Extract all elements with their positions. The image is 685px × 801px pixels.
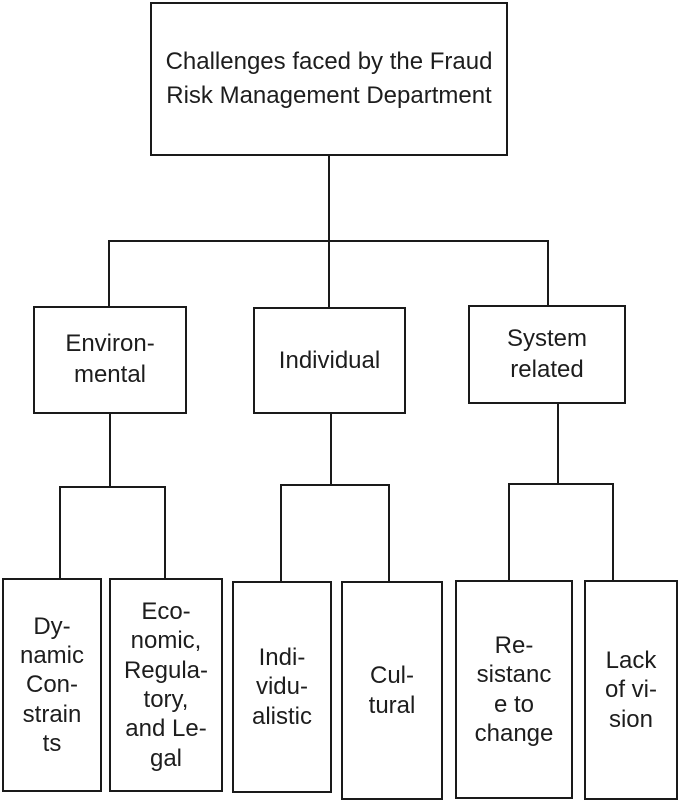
connector-individualistic-drop [280, 484, 282, 581]
node-cultural: Cul- tural [341, 581, 443, 800]
connector-resistance-to-change-drop [508, 483, 510, 580]
connector-individual-drop [328, 240, 330, 307]
node-cultural-label: Cul- tural [368, 662, 416, 719]
connector-cultural-drop [388, 484, 390, 581]
node-root-label: Challenges faced by the Fraud Risk Manag… [165, 48, 493, 109]
node-lack-of-vision: Lack of vi- sion [584, 580, 678, 800]
connector-root-trunk [328, 156, 330, 240]
connector-economic-regulatory-legal-drop [164, 486, 166, 578]
node-root: Challenges faced by the Fraud Risk Manag… [150, 2, 508, 156]
connector-individual-bar [280, 484, 390, 486]
node-individualistic: Indi- vidu- alistic [232, 581, 332, 793]
node-system-related-label: System related [506, 324, 587, 383]
connector-system-related-bar [508, 483, 614, 485]
connector-individual-trunk [330, 414, 332, 484]
connector-environmental-drop [108, 240, 110, 306]
node-system-related: System related [468, 305, 626, 404]
node-dynamic-constraints-label: Dy- namic Con- strain ts [19, 612, 85, 757]
node-dynamic-constraints: Dy- namic Con- strain ts [2, 578, 102, 792]
connector-lack-of-vision-drop [612, 483, 614, 580]
node-environmental-label: Environ- mental [65, 330, 155, 388]
node-individual-label: Individual [278, 346, 381, 374]
node-environmental: Environ- mental [33, 306, 187, 414]
connector-system-related-drop [547, 240, 549, 305]
node-individualistic-label: Indi- vidu- alistic [251, 644, 312, 730]
connector-environmental-bar [59, 486, 166, 488]
node-economic-regulatory-legal-label: Eco- nomic, Regula- tory, and Le- gal [123, 598, 209, 772]
connector-environmental-trunk [109, 414, 111, 486]
node-resistance-to-change: Re- sistanc e to change [455, 580, 573, 799]
node-lack-of-vision-label: Lack of vi- sion [604, 647, 657, 733]
node-economic-regulatory-legal: Eco- nomic, Regula- tory, and Le- gal [109, 578, 223, 792]
node-individual: Individual [253, 307, 406, 414]
node-resistance-to-change-label: Re- sistanc e to change [474, 631, 554, 747]
connector-dynamic-constraints-drop [59, 486, 61, 578]
connector-system-related-trunk [557, 404, 559, 483]
